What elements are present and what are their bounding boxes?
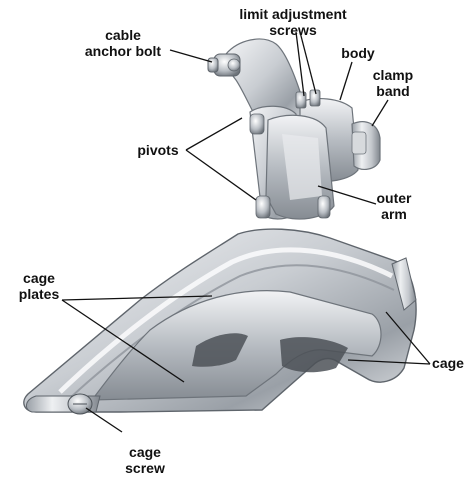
label-outer-arm: outer arm <box>376 190 412 222</box>
label-cage-plates: cage plates <box>18 270 60 302</box>
leader-lines <box>61 31 431 433</box>
leader-clamp-band <box>371 99 389 127</box>
leader-cage-plate-outer <box>61 295 213 301</box>
leader-cage-upper <box>385 311 431 365</box>
upper-linkage <box>207 38 381 220</box>
leader-cage-lower <box>347 359 431 365</box>
label-cable-anchor-bolt: cable anchor bolt <box>84 27 162 59</box>
cage-assembly <box>23 228 417 415</box>
leader-pivot-upper <box>185 117 243 151</box>
label-clamp-band: clamp band <box>372 67 414 99</box>
label-limit-adjustment-screws: limit adjustment screws <box>239 6 347 38</box>
leader-body <box>339 61 353 101</box>
leader-cable-anchor-bolt <box>169 49 213 63</box>
label-cage: cage <box>432 355 464 371</box>
label-pivots: pivots <box>137 142 179 158</box>
leader-pivot-lower <box>185 149 257 201</box>
leader-limit-screws-2 <box>299 31 317 95</box>
leader-outer-arm <box>317 185 377 205</box>
leader-limit-screws-1 <box>295 31 305 97</box>
label-cage-screw: cage screw <box>125 444 165 476</box>
leader-cage-plate-inner <box>61 299 185 383</box>
leader-cage-screw <box>85 407 123 433</box>
label-body: body <box>341 45 375 61</box>
